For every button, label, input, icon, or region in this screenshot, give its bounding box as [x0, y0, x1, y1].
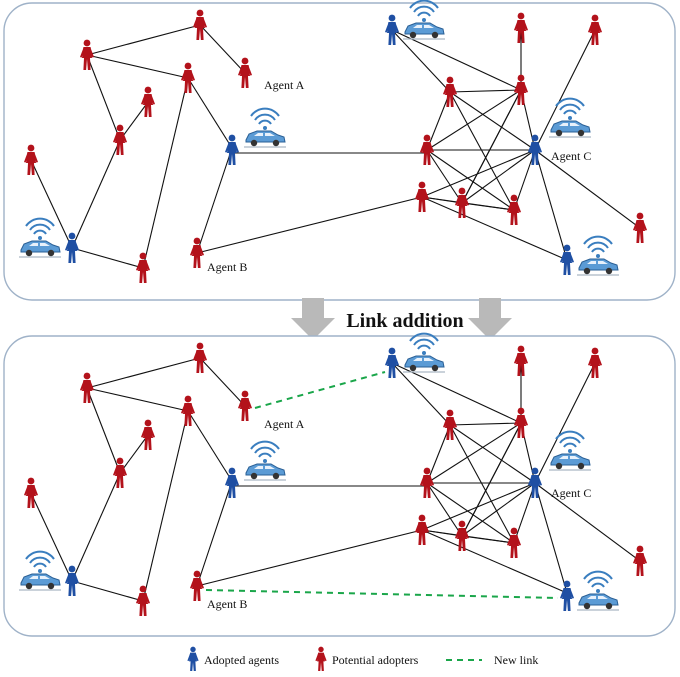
diagram-title: Link addition	[346, 310, 463, 332]
down-arrow-icon	[468, 298, 512, 340]
edges-bottom	[30, 357, 641, 602]
transition-header: Link addition	[291, 298, 512, 340]
agent-a-label-bottom: Agent A	[264, 417, 305, 431]
adopted-agent-legend-icon	[187, 646, 199, 671]
agent-c-label-top: Agent C	[551, 149, 591, 163]
agent-c-label-bottom: Agent C	[551, 486, 591, 500]
potential-adopter-legend-icon	[315, 646, 327, 671]
down-arrow-icon	[291, 298, 335, 340]
before-network-panel: Agent A Agent B Agent C	[3, 0, 676, 301]
new-link-agent-b	[205, 589, 559, 599]
legend-adopted-label: Adopted agents	[204, 653, 279, 667]
agent-b-label-top: Agent B	[207, 260, 247, 274]
legend: Adopted agents Potential adopters New li…	[187, 646, 538, 671]
edges-top	[30, 24, 641, 269]
legend-potential-label: Potential adopters	[332, 653, 419, 667]
legend-new-link-label: New link	[494, 653, 538, 667]
agent-b-label-bottom: Agent B	[207, 597, 247, 611]
panel-frame-top	[3, 2, 676, 301]
agent-a-label-top: Agent A	[264, 78, 305, 92]
new-links	[205, 371, 559, 599]
new-link-agent-a	[254, 371, 386, 409]
after-network-panel: Agent A Agent B Agent C	[3, 332, 676, 637]
